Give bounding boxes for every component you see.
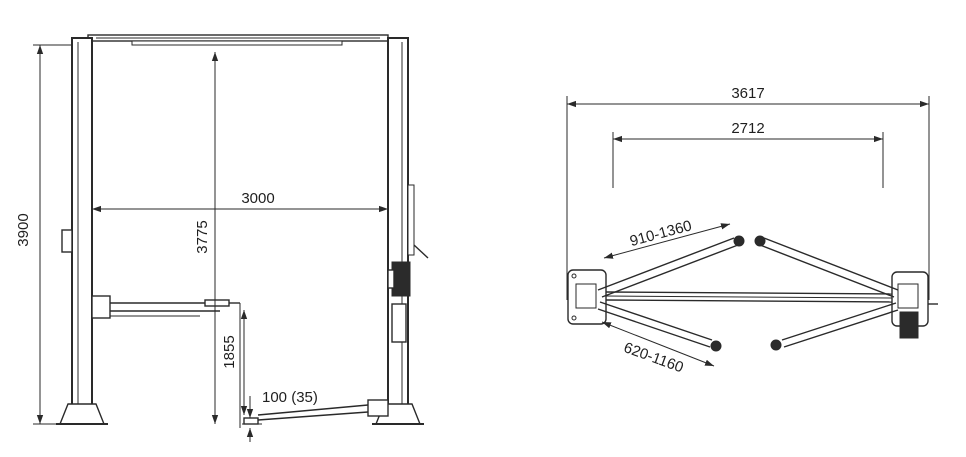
left-column xyxy=(56,37,108,425)
left-base-plate xyxy=(567,269,607,325)
raised-arm xyxy=(91,295,240,319)
inner-height-label: 3775 xyxy=(194,220,211,253)
top-view: 3617 2712 910-1360 620-1160 xyxy=(566,85,938,376)
right-base-plate xyxy=(891,271,938,339)
bottom-left-arm xyxy=(597,301,722,352)
top-beam xyxy=(87,34,389,46)
dim-min-height: 100 (35) xyxy=(242,389,318,442)
dim-lift-height: 1855 xyxy=(221,303,248,428)
long-arm-range-label: 910-1360 xyxy=(628,217,694,250)
dim-short-arm-range: 620-1160 xyxy=(601,321,715,376)
overall-length-label: 3617 xyxy=(731,85,764,102)
dim-overall-length: 3617 xyxy=(566,85,930,300)
front-view: 3900 3775 3000 1855 100 (35) xyxy=(15,34,429,442)
lowered-arm xyxy=(243,399,389,425)
min-height-label: 100 (35) xyxy=(262,389,318,406)
right-column xyxy=(372,37,429,425)
lift-height-label: 1855 xyxy=(221,335,238,368)
bottom-right-arm xyxy=(770,302,899,351)
dim-overall-height: 3900 xyxy=(15,44,72,425)
crossbar xyxy=(605,291,893,303)
inner-length-label: 2712 xyxy=(731,120,764,137)
short-arm-range-label: 620-1160 xyxy=(621,339,685,376)
dim-inner-length: 2712 xyxy=(612,120,884,188)
dim-inner-width: 3000 xyxy=(92,190,388,213)
dim-inner-height: 3775 xyxy=(194,52,219,424)
dim-long-arm-range: 910-1360 xyxy=(603,217,731,259)
top-left-arm xyxy=(597,235,745,298)
inner-width-label: 3000 xyxy=(241,190,274,207)
top-right-arm xyxy=(754,235,899,298)
overall-height-label: 3900 xyxy=(15,213,32,246)
power-unit xyxy=(387,261,411,343)
